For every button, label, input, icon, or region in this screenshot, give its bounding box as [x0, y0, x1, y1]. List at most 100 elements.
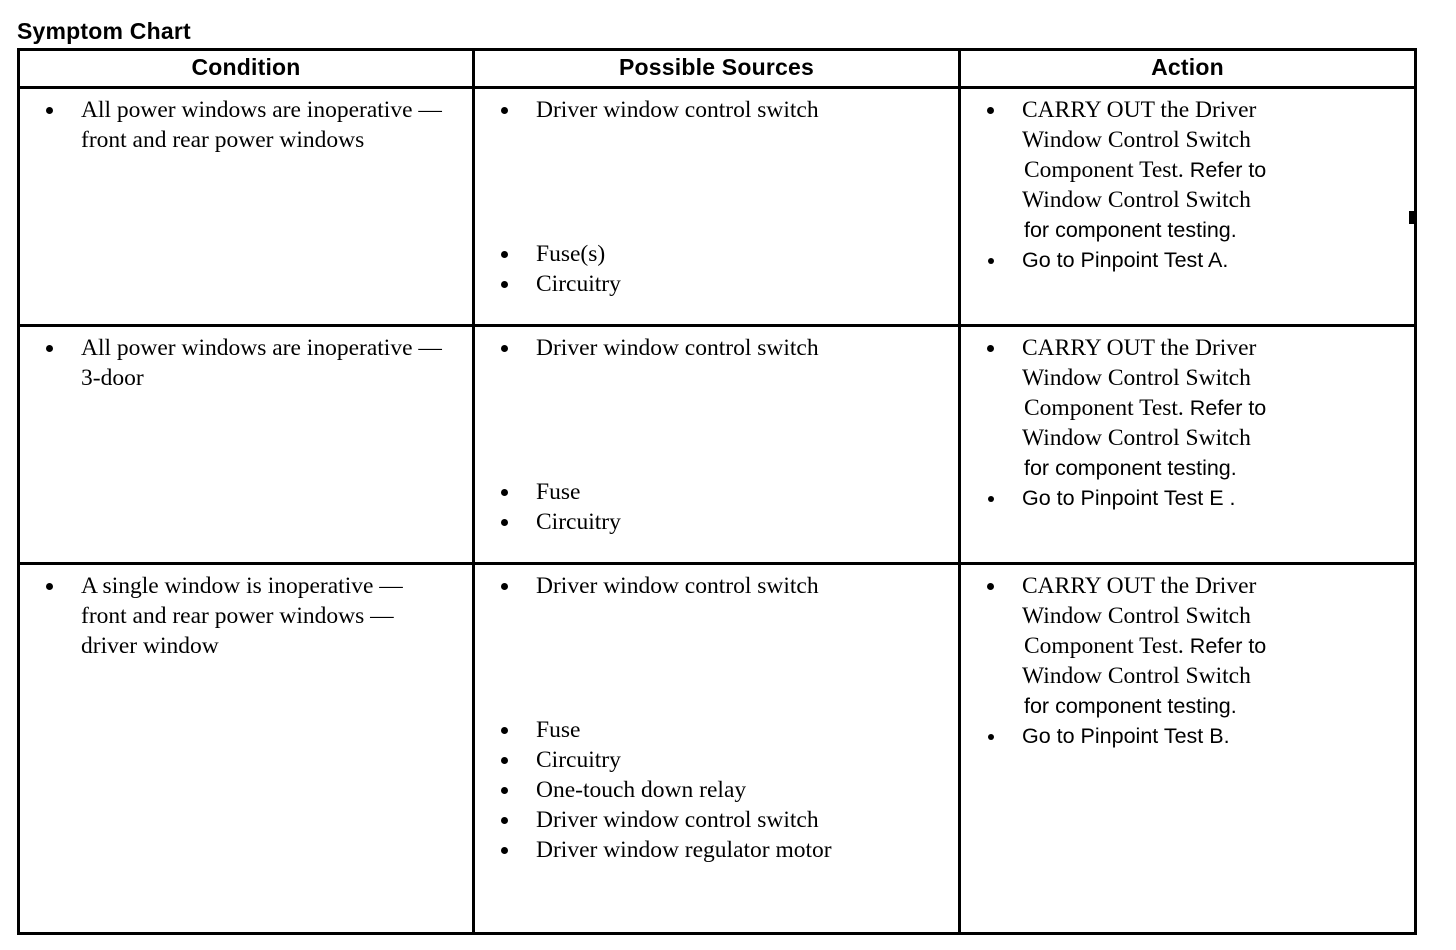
- bullet-icon: [501, 489, 508, 496]
- action-text: CARRY OUT the Driver Window Control Swit…: [1022, 333, 1367, 483]
- list-item: One-touch down relay: [483, 775, 950, 805]
- action-bullet-list: CARRY OUT the Driver Window Control Swit…: [969, 95, 1406, 275]
- table-row: A single window is inoperative — front a…: [18, 563, 1416, 934]
- bullet-icon: [46, 583, 53, 590]
- action-bullet-list: CARRY OUT the Driver Window Control Swit…: [969, 571, 1406, 751]
- sources-bullet-list-bottom: Fuse Circuitry One-touch down relay: [483, 715, 950, 865]
- bullet-icon: [501, 817, 508, 824]
- action-goto-text: Go to Pinpoint Test A.: [1022, 248, 1229, 272]
- cell-condition: All power windows are inoperative — fron…: [18, 87, 475, 327]
- source-text: One-touch down relay: [536, 777, 747, 803]
- bullet-icon: [501, 847, 508, 854]
- condition-text: All power windows are inoperative — fron…: [81, 97, 442, 153]
- column-header-action: Action: [959, 49, 1416, 89]
- list-item: Driver window control switch: [483, 571, 950, 601]
- source-text: Driver window control switch: [536, 807, 819, 833]
- bullet-icon: [501, 787, 508, 794]
- bullet-icon: [501, 345, 508, 352]
- table-body: All power windows are inoperative — fron…: [18, 87, 1416, 934]
- cell-action: CARRY OUT the Driver Window Control Swit…: [960, 564, 1416, 934]
- column-header-possible-sources: Possible Sources: [473, 49, 961, 89]
- source-text: Driver window control switch: [536, 573, 819, 599]
- condition-text: A single window is inoperative — front a…: [81, 573, 403, 659]
- list-item: All power windows are inoperative — fron…: [28, 95, 464, 155]
- scan-artifact-tick: [1409, 211, 1415, 224]
- source-text: Circuitry: [536, 509, 621, 535]
- source-text: Fuse: [536, 717, 581, 743]
- cell-condition: A single window is inoperative — front a…: [18, 563, 475, 934]
- bullet-icon: [988, 734, 994, 740]
- source-text: Driver window regulator motor: [536, 837, 832, 863]
- source-text: Circuitry: [536, 747, 621, 773]
- symptom-chart-table: Condition Possible Sources Action All po…: [17, 48, 1417, 935]
- action-line: Window Control Switch: [1022, 187, 1251, 213]
- action-line: Component Test. Refer to: [1022, 631, 1367, 661]
- action-line-head: Component Test.: [1024, 395, 1184, 421]
- list-item: CARRY OUT the Driver Window Control Swit…: [969, 571, 1406, 721]
- list-item: Go to Pinpoint Test B.: [969, 721, 1406, 751]
- sources-bullet-list-bottom: Fuse(s) Circuitry: [483, 239, 950, 299]
- list-item: Go to Pinpoint Test A.: [969, 245, 1406, 275]
- action-line-tail: Refer to: [1183, 396, 1267, 420]
- cell-spacer: [483, 601, 950, 715]
- list-item: All power windows are inoperative — 3-do…: [28, 333, 464, 393]
- list-item: Go to Pinpoint Test E .: [969, 483, 1406, 513]
- action-line: Window Control Switch: [1022, 425, 1251, 451]
- bullet-icon: [46, 107, 53, 114]
- action-line: for component testing.: [1024, 218, 1237, 242]
- source-text: Circuitry: [536, 271, 621, 297]
- bullet-icon: [501, 281, 508, 288]
- list-item: Driver window control switch: [483, 805, 950, 835]
- sources-bullet-list-top: Driver window control switch: [483, 333, 950, 363]
- sources-bullet-list-bottom: Fuse Circuitry: [483, 477, 950, 537]
- action-line: Window Control Switch: [1022, 365, 1251, 391]
- source-text: Driver window control switch: [536, 335, 819, 361]
- action-text: CARRY OUT the Driver Window Control Swit…: [1022, 95, 1367, 245]
- bullet-icon: [501, 251, 508, 258]
- list-item: Circuitry: [483, 745, 950, 775]
- list-item: CARRY OUT the Driver Window Control Swit…: [969, 95, 1406, 245]
- list-item: Circuitry: [483, 507, 950, 537]
- bullet-icon: [501, 583, 508, 590]
- bullet-icon: [501, 727, 508, 734]
- list-item: Driver window control switch: [483, 333, 950, 363]
- condition-text: All power windows are inoperative — 3-do…: [81, 335, 442, 391]
- action-goto-text: Go to Pinpoint Test E .: [1022, 486, 1236, 510]
- bullet-icon: [46, 345, 53, 352]
- table-row: All power windows are inoperative — fron…: [18, 87, 1416, 327]
- list-item: CARRY OUT the Driver Window Control Swit…: [969, 333, 1406, 483]
- action-line-tail: Refer to: [1183, 634, 1267, 658]
- bullet-icon: [501, 757, 508, 764]
- action-line-head: Component Test.: [1024, 157, 1184, 183]
- bullet-icon: [501, 107, 508, 114]
- action-text: CARRY OUT the Driver Window Control Swit…: [1022, 571, 1367, 721]
- condition-bullet-list: All power windows are inoperative — fron…: [28, 95, 464, 155]
- list-item: Fuse(s): [483, 239, 950, 269]
- list-item: A single window is inoperative — front a…: [28, 571, 464, 661]
- source-text: Driver window control switch: [536, 97, 819, 123]
- action-line-tail: Refer to: [1183, 158, 1267, 182]
- bullet-icon: [988, 258, 994, 264]
- cell-action: CARRY OUT the Driver Window Control Swit…: [959, 87, 1416, 327]
- action-bullet-list: CARRY OUT the Driver Window Control Swit…: [969, 333, 1406, 513]
- condition-bullet-list: A single window is inoperative — front a…: [28, 571, 464, 661]
- cell-possible-sources: Driver window control switch Fuse Circui…: [473, 563, 961, 934]
- list-item: Driver window regulator motor: [483, 835, 950, 865]
- sources-bullet-list-top: Driver window control switch: [483, 571, 950, 601]
- action-line: Component Test. Refer to: [1022, 393, 1367, 423]
- action-line: Window Control Switch: [1022, 603, 1251, 629]
- action-line: for component testing.: [1024, 456, 1237, 480]
- cell-spacer: [483, 363, 950, 477]
- action-line: CARRY OUT the Driver: [1022, 573, 1257, 599]
- action-line: for component testing.: [1024, 694, 1237, 718]
- action-line: Component Test. Refer to: [1022, 155, 1367, 185]
- cell-condition: All power windows are inoperative — 3-do…: [18, 325, 475, 565]
- list-item: Driver window control switch: [483, 95, 950, 125]
- cell-action: CARRY OUT the Driver Window Control Swit…: [959, 325, 1416, 565]
- column-header-condition: Condition: [18, 49, 475, 89]
- cell-possible-sources: Driver window control switch Fuse(s) Cir…: [473, 87, 961, 327]
- bullet-icon: [987, 345, 994, 352]
- cell-possible-sources: Driver window control switch Fuse Circui…: [473, 325, 961, 565]
- table-row: All power windows are inoperative — 3-do…: [18, 325, 1416, 565]
- action-line: Window Control Switch: [1022, 663, 1251, 689]
